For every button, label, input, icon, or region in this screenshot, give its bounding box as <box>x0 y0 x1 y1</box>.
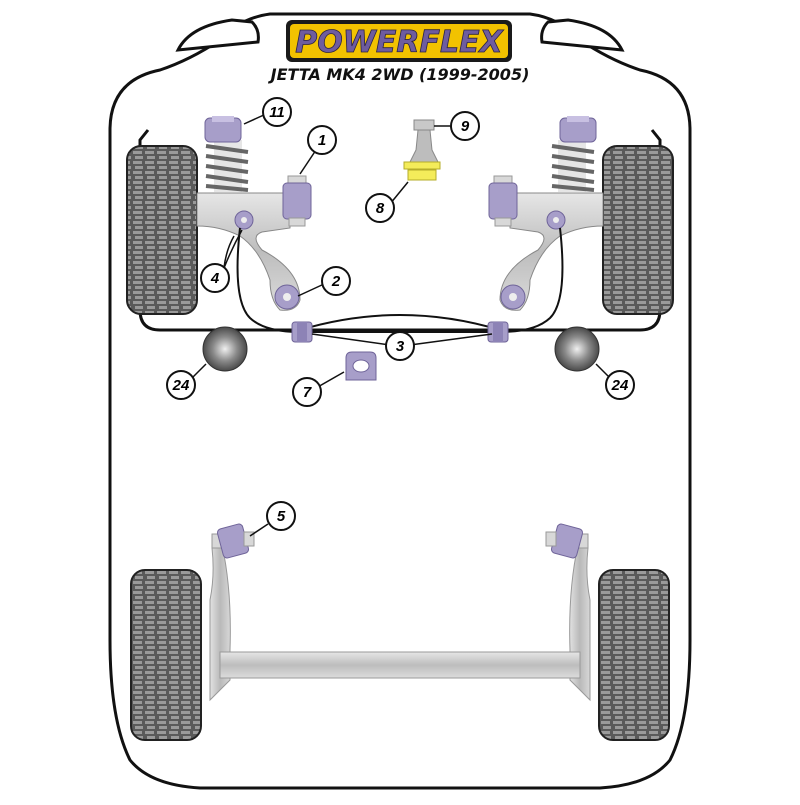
callout-24-right: 24 <box>605 370 635 400</box>
callout-1-label: 1 <box>318 132 326 149</box>
callout-4-label: 4 <box>210 270 220 287</box>
front-right-coil-spring <box>551 140 595 192</box>
callout-3-label: 3 <box>396 338 405 355</box>
callout-3: 3 <box>385 331 415 361</box>
anti-roll-bar-centre <box>299 314 501 331</box>
dogbone-mount-assembly <box>403 119 441 181</box>
wishbone-front-bush-right <box>488 175 518 227</box>
rear-trailing-arm-bush-left <box>211 523 255 559</box>
front-left-tyre <box>126 145 198 315</box>
callout-8-label: 8 <box>376 200 385 217</box>
callout-9: 9 <box>450 111 480 141</box>
callout-11-label: 11 <box>269 104 285 121</box>
arb-link-bush-left-core <box>241 217 247 223</box>
wishbone-rear-bush-right-core <box>509 293 517 301</box>
callout-11: 11 <box>262 97 292 127</box>
callout-5: 5 <box>266 501 296 531</box>
front-right-tyre <box>602 145 674 315</box>
gearbox-mount-insert <box>345 351 377 381</box>
callout-1: 1 <box>307 125 337 155</box>
rear-left-tyre <box>130 569 202 741</box>
callout-9-label: 9 <box>461 118 470 135</box>
brand-name: POWERFLEX <box>295 25 504 60</box>
callout-2-label: 2 <box>331 273 341 290</box>
callout-4: 4 <box>200 263 230 293</box>
callout-24-right-label: 24 <box>611 377 629 394</box>
callout-8: 8 <box>365 193 395 223</box>
engine-mount-right <box>554 326 600 372</box>
wishbone-front-bush-left <box>282 175 312 227</box>
rear-right-tyre <box>598 569 670 741</box>
arb-bush-left <box>291 321 313 343</box>
callout-7: 7 <box>292 377 322 407</box>
arb-bush-right <box>487 321 509 343</box>
wishbone-rear-bush-left-core <box>283 293 291 301</box>
callout-5-label: 5 <box>277 508 286 525</box>
rear-beam-axle <box>209 544 591 702</box>
callout-24-left: 24 <box>166 370 196 400</box>
engine-mount-left <box>202 326 248 372</box>
leader-lines <box>191 113 611 537</box>
top-mount-bush-right <box>559 116 597 143</box>
callout-24-left-label: 24 <box>172 377 190 394</box>
brand-logo: POWERFLEX <box>286 20 512 62</box>
top-mount-bush-left <box>204 116 242 143</box>
callout-2: 2 <box>321 266 351 296</box>
rear-trailing-arm-bush-right <box>545 523 589 559</box>
vehicle-model-title: JETTA MK4 2WD (1999-2005) <box>268 65 530 84</box>
front-left-coil-spring <box>205 140 249 192</box>
callout-7-label: 7 <box>303 384 312 401</box>
arb-link-bush-right-core <box>553 217 559 223</box>
